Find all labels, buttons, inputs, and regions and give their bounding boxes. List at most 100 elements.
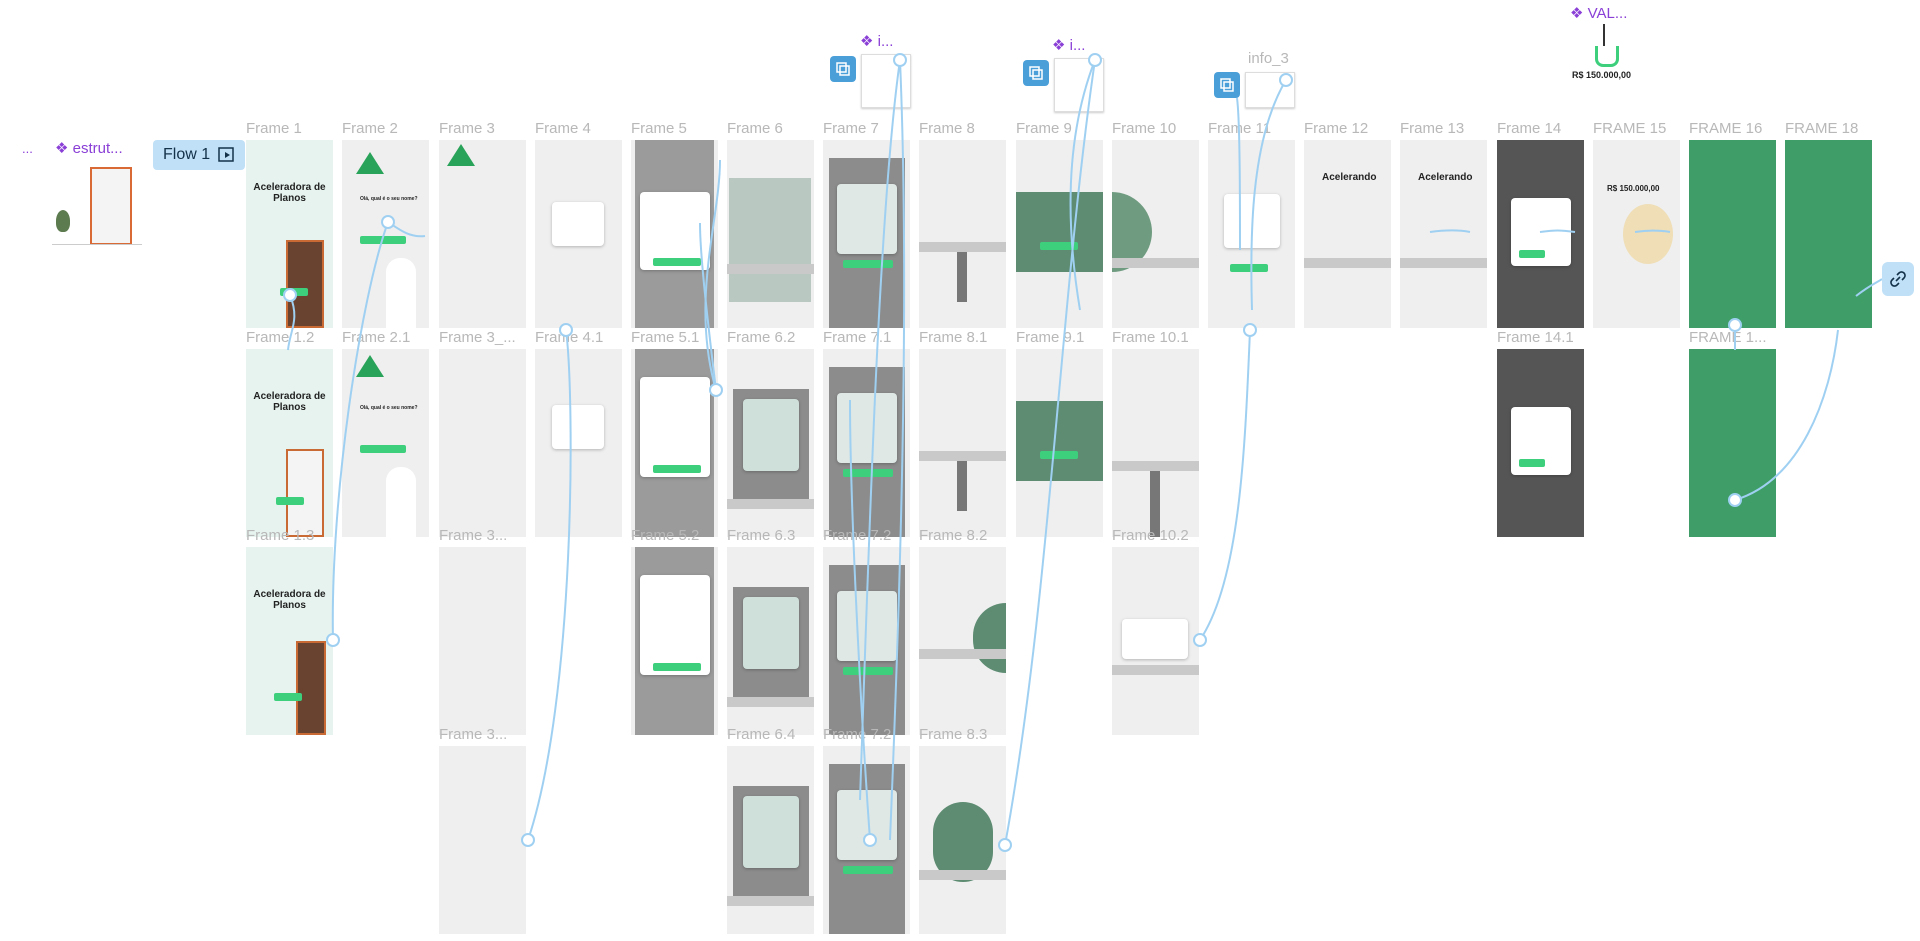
frame-7-1[interactable] xyxy=(823,349,910,537)
frame-label[interactable]: Frame 3 xyxy=(439,120,495,137)
frame-12[interactable]: Acelerando xyxy=(1304,140,1391,328)
frame-label[interactable]: Frame 6.3 xyxy=(727,527,796,544)
frame-6[interactable] xyxy=(727,140,814,328)
frame-3-row4[interactable] xyxy=(439,746,526,934)
frame-4-1[interactable] xyxy=(535,349,622,537)
instance-icon[interactable] xyxy=(1023,60,1049,86)
frame-8[interactable] xyxy=(919,140,1006,328)
frame-9[interactable] xyxy=(1016,140,1103,328)
frame-8-1[interactable] xyxy=(919,349,1006,537)
screen-title: Aceleradora de Planos xyxy=(253,589,326,611)
frame-8-3[interactable] xyxy=(919,746,1006,934)
frame-1-2[interactable]: Aceleradora de Planos xyxy=(246,349,333,537)
frame-label[interactable]: Frame 7.2 xyxy=(823,527,892,544)
component-info-3-label[interactable]: info_3 xyxy=(1248,50,1289,67)
frame-label[interactable]: Frame 4.1 xyxy=(535,329,604,346)
frame-3-row2[interactable] xyxy=(439,349,526,537)
frame-label[interactable]: Frame 6 xyxy=(727,120,783,137)
frame-13[interactable]: Acelerando xyxy=(1400,140,1487,328)
component-val-thumbnail[interactable]: R$ 150.000,00 xyxy=(1570,24,1640,90)
person-illustration xyxy=(386,258,416,328)
frame-label[interactable]: Frame 10 xyxy=(1112,120,1177,137)
frame-14[interactable] xyxy=(1497,140,1584,328)
frame-6-2[interactable] xyxy=(727,349,814,537)
frame-5-2[interactable] xyxy=(631,547,718,735)
frame-label[interactable]: Frame 5.1 xyxy=(631,329,700,346)
play-flow-icon[interactable] xyxy=(218,146,236,164)
component-val-label[interactable]: ❖ VAL... xyxy=(1570,5,1628,22)
frame-6-4[interactable] xyxy=(727,746,814,934)
name-question: Olá, qual é o seu nome? xyxy=(360,196,418,202)
frame-label[interactable]: Frame 7.2 xyxy=(823,726,892,743)
frame-label[interactable]: FRAME 15 xyxy=(1593,120,1667,137)
frame-label[interactable]: Frame 8.3 xyxy=(919,726,988,743)
component-info-b-label[interactable]: ❖ i... xyxy=(1052,37,1086,54)
frame-16[interactable] xyxy=(1689,140,1776,328)
frame-label[interactable]: FRAME 16 xyxy=(1689,120,1763,137)
component-estrut-label[interactable]: ❖ estrut... xyxy=(55,140,123,157)
frame-4[interactable] xyxy=(535,140,622,328)
frame-label[interactable]: Frame 5.2 xyxy=(631,527,700,544)
frame-9-1[interactable] xyxy=(1016,349,1103,537)
frame-label[interactable]: Frame 5 xyxy=(631,120,687,137)
frame-5[interactable] xyxy=(631,140,718,328)
frame-label[interactable]: Frame 10.1 xyxy=(1112,329,1189,346)
frame-10-2[interactable] xyxy=(1112,547,1199,735)
component-estrut-thumbnail[interactable] xyxy=(52,165,142,245)
frame-label[interactable]: Frame 7 xyxy=(823,120,879,137)
frame-3-row3[interactable] xyxy=(439,547,526,735)
frame-label[interactable]: Frame 1 xyxy=(246,120,302,137)
frame-3[interactable] xyxy=(439,140,526,328)
frame-label[interactable]: Frame 10.2 xyxy=(1112,527,1189,544)
frame-label[interactable]: Frame 3... xyxy=(439,726,508,743)
frame-label[interactable]: Frame 13 xyxy=(1400,120,1465,137)
door-illustration xyxy=(286,240,324,328)
frame-label[interactable]: Frame 6.2 xyxy=(727,329,796,346)
frame-8-2[interactable] xyxy=(919,547,1006,735)
frame-2-1[interactable]: Olá, qual é o seu nome? xyxy=(342,349,429,537)
acelerando-title: Acelerando xyxy=(1322,172,1377,183)
frame-label[interactable]: Frame 8 xyxy=(919,120,975,137)
instance-icon[interactable] xyxy=(1214,72,1240,98)
frame-label[interactable]: Frame 8.2 xyxy=(919,527,988,544)
link-icon xyxy=(1890,271,1906,287)
frame-7[interactable] xyxy=(823,140,910,328)
frame-15[interactable]: R$ 150.000,00 xyxy=(1593,140,1680,328)
frame-label[interactable]: Frame 9 xyxy=(1016,120,1072,137)
instance-icon[interactable] xyxy=(830,56,856,82)
screen-title: Aceleradora de Planos xyxy=(253,182,326,204)
component-dots-label[interactable]: ... xyxy=(22,141,33,156)
val-amount: R$ 150.000,00 xyxy=(1572,70,1632,80)
frame-10[interactable] xyxy=(1112,140,1199,328)
flow-1-label: Flow 1 xyxy=(163,146,211,163)
frame-label[interactable]: Frame 7.1 xyxy=(823,329,892,346)
frame-label[interactable]: Frame 3... xyxy=(439,527,508,544)
frame-label[interactable]: FRAME 1... xyxy=(1689,329,1767,346)
frame-5-1[interactable] xyxy=(631,349,718,537)
frame-18[interactable] xyxy=(1785,140,1872,328)
frame-6-3[interactable] xyxy=(727,547,814,735)
frame-label[interactable]: Frame 4 xyxy=(535,120,591,137)
frame-10-1[interactable] xyxy=(1112,349,1199,537)
frame-label[interactable]: Frame 3_... xyxy=(439,329,516,346)
frame-label[interactable]: Frame 1.3 xyxy=(246,527,315,544)
info-note-card xyxy=(1054,58,1104,112)
frame-label[interactable]: Frame 12 xyxy=(1304,120,1369,137)
frame-1-3[interactable]: Aceleradora de Planos xyxy=(246,547,333,735)
frame-14-1[interactable] xyxy=(1497,349,1584,537)
frame-label[interactable]: Frame 8.1 xyxy=(919,329,988,346)
link-button[interactable] xyxy=(1882,262,1914,296)
component-info-a-label[interactable]: ❖ i... xyxy=(860,33,894,50)
frame-label[interactable]: Frame 6.4 xyxy=(727,726,796,743)
flow-1-badge[interactable]: Flow 1 xyxy=(153,140,245,170)
project-select-card[interactable] xyxy=(640,192,710,270)
frame-label[interactable]: Frame 2 xyxy=(342,120,398,137)
frame-label[interactable]: Frame 14 xyxy=(1497,120,1562,137)
accelerate-button[interactable] xyxy=(653,258,701,266)
frame-label[interactable]: Frame 14.1 xyxy=(1497,329,1574,346)
frame-label[interactable]: Frame 9.1 xyxy=(1016,329,1085,346)
frame-label[interactable]: FRAME 18 xyxy=(1785,120,1859,137)
frame-label[interactable]: Frame 1.2 xyxy=(246,329,315,346)
